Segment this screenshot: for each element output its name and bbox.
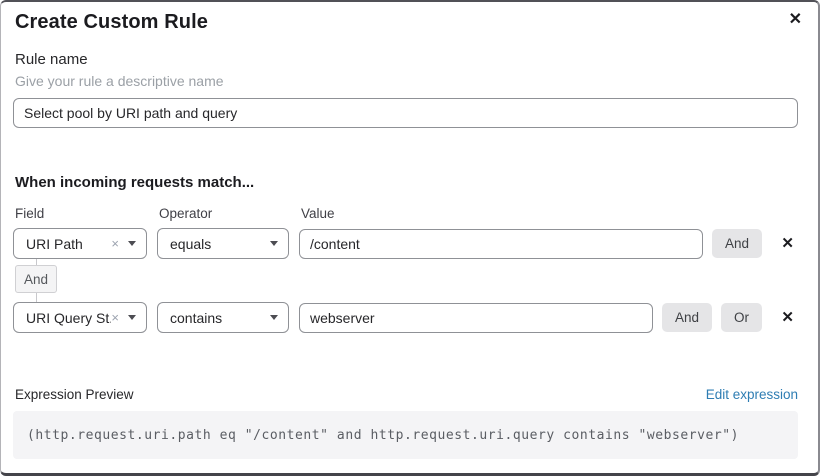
chevron-down-icon <box>128 241 136 246</box>
expression-code-box: (http.request.uri.path eq "/content" and… <box>13 411 798 459</box>
value-column-label: Value <box>301 206 335 221</box>
field-select-value: URI Path <box>26 235 83 252</box>
chevron-down-icon <box>270 315 278 320</box>
edit-expression-link[interactable]: Edit expression <box>705 387 798 402</box>
clear-selection-icon[interactable]: × <box>111 310 119 325</box>
operator-column-label: Operator <box>159 206 213 221</box>
condition-value-input[interactable] <box>299 228 703 259</box>
connector-line <box>36 259 37 265</box>
expression-preview-header: Expression Preview Edit expression <box>13 387 798 402</box>
add-and-condition-button[interactable]: And <box>712 229 763 258</box>
dialog-title: Create Custom Rule <box>15 11 208 33</box>
rule-name-input[interactable] <box>13 98 798 128</box>
chevron-down-icon <box>128 315 136 320</box>
close-icon[interactable]: ✕ <box>785 8 806 32</box>
field-select[interactable]: URI Query St... × <box>13 302 147 333</box>
expression-code: (http.request.uri.path eq "/content" and… <box>27 427 740 443</box>
field-column-label: Field <box>15 206 45 221</box>
operator-select[interactable]: contains <box>157 302 289 333</box>
field-select[interactable]: URI Path × <box>13 228 147 259</box>
connector-line <box>36 293 37 302</box>
remove-condition-icon[interactable]: ✕ <box>781 309 794 326</box>
match-section-heading: When incoming requests match... <box>15 174 255 191</box>
expression-preview-label: Expression Preview <box>15 387 134 402</box>
rule-name-label: Rule name <box>15 51 88 68</box>
condition-connector: And <box>15 259 798 302</box>
connector-and-badge: And <box>15 265 57 293</box>
operator-select-value: equals <box>170 235 212 252</box>
operator-select[interactable]: equals <box>157 228 289 259</box>
add-and-condition-button[interactable]: And <box>662 303 713 332</box>
condition-row: URI Query St... × contains And Or ✕ <box>13 302 798 333</box>
condition-row: URI Path × equals And ✕ <box>13 228 798 259</box>
rule-name-helper: Give your rule a descriptive name <box>15 73 224 89</box>
add-or-condition-button[interactable]: Or <box>721 303 763 332</box>
condition-value-input[interactable] <box>299 302 653 333</box>
condition-column-headers: Field Operator Value <box>13 206 798 221</box>
operator-select-value: contains <box>170 309 223 326</box>
chevron-down-icon <box>270 241 278 246</box>
remove-condition-icon[interactable]: ✕ <box>781 235 794 252</box>
field-select-value: URI Query St... <box>26 309 111 326</box>
clear-selection-icon[interactable]: × <box>111 236 119 251</box>
